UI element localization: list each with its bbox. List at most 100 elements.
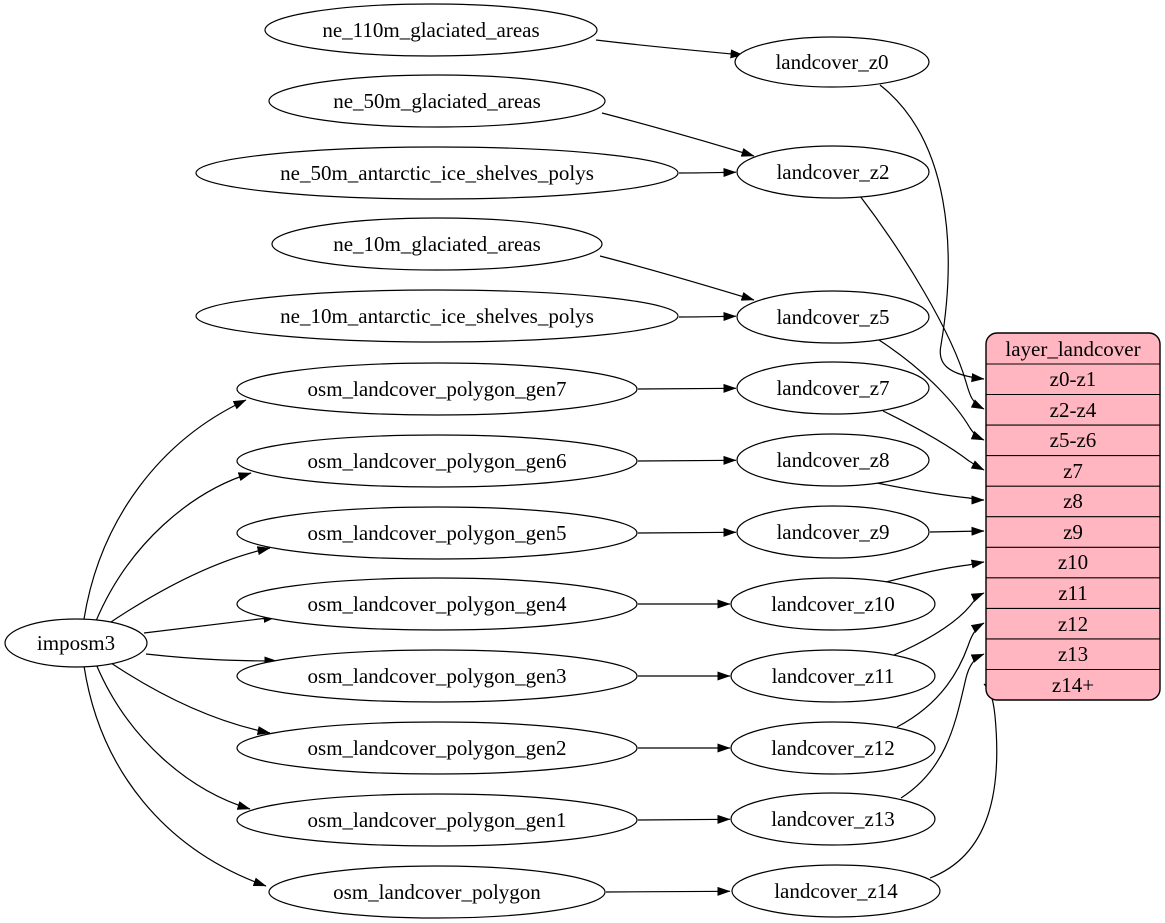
node-label: landcover_z13 [771,807,895,831]
record-layer-landcover: layer_landcover z0-z1 z2-z4 z5-z6 z7 z8 … [985,332,1161,701]
node-ne-50m-glaciated-areas: ne_50m_glaciated_areas [268,74,606,128]
node-label: landcover_z14 [774,879,898,903]
node-ellipse [236,506,638,560]
node-ellipse [268,865,606,919]
node-landcover-z5: landcover_z5 [736,290,930,344]
node-osm-landcover-polygon-gen2: osm_landcover_polygon_gen2 [236,721,638,775]
node-label: osm_landcover_polygon_gen4 [308,592,567,616]
node-landcover-z0: landcover_z0 [734,36,930,88]
record-row-z2-z4: z2-z4 [1050,398,1097,422]
node-label: landcover_z9 [776,520,889,544]
node-landcover-z7: landcover_z7 [736,361,930,415]
node-landcover-z2: landcover_z2 [736,145,930,199]
edge-imposm3-osm-landcover-polygon [83,665,267,887]
node-label: ne_50m_antarctic_ice_shelves_polys [280,161,594,185]
node-ellipse [730,577,936,631]
node-osm-landcover-polygon-gen5: osm_landcover_polygon_gen5 [236,506,638,560]
record-row-z11: z11 [1058,581,1088,605]
node-label: ne_10m_glaciated_areas [333,232,541,256]
edge-landcover-z5-row-z5-z6 [878,339,985,441]
node-label: landcover_z2 [776,160,889,184]
record-row-z0-z1: z0-z1 [1050,367,1097,391]
node-label: landcover_z0 [775,50,888,74]
edge-ne-10m-antarctic-ice-shelves-polys-landcover-z5 [678,311,737,321]
edges-layer [83,39,998,896]
nodes-layer: ne_110m_glaciated_areas ne_50m_glaciated… [4,3,941,919]
record-row-z8: z8 [1063,489,1083,513]
node-label: landcover_z7 [776,376,889,400]
edge-landcover-z13-row-z13 [900,653,985,799]
node-osm-landcover-polygon-gen4: osm_landcover_polygon_gen4 [236,577,638,631]
edge-imposm3-osm-landcover-polygon-gen3 [145,653,278,666]
node-ellipse [736,145,930,199]
node-ellipse [731,864,941,918]
node-landcover-z8: landcover_z8 [736,433,930,487]
node-label: osm_landcover_polygon_gen2 [308,736,567,760]
node-label: osm_landcover_polygon_gen1 [308,808,567,832]
node-label: landcover_z12 [771,736,895,760]
record-row-z14plus: z14+ [1052,673,1094,697]
edge-ne-10m-glaciated-areas-landcover-z5 [599,255,755,301]
edge-imposm3-osm-landcover-polygon-gen6 [95,472,252,622]
record-row-z5-z6: z5-z6 [1050,428,1097,452]
edge-osm-landcover-polygon-gen5-landcover-z9 [637,527,737,537]
node-ellipse [195,146,679,200]
node-label: osm_landcover_polygon [333,880,541,904]
node-ellipse [236,793,638,847]
edge-landcover-z10-row-z10 [885,559,985,583]
node-label: imposm3 [37,631,115,655]
node-ellipse [4,618,148,668]
node-label: landcover_z5 [776,305,889,329]
node-ellipse [195,289,679,343]
node-ne-10m-antarctic-ice-shelves-polys: ne_10m_antarctic_ice_shelves_polys [195,289,679,343]
node-ellipse [236,434,638,488]
node-landcover-z13: landcover_z13 [730,792,936,846]
node-ellipse [736,361,930,415]
node-ellipse [264,3,598,57]
node-osm-landcover-polygon: osm_landcover_polygon [268,865,606,919]
node-landcover-z14: landcover_z14 [731,864,941,918]
node-landcover-z10: landcover_z10 [730,577,936,631]
edge-osm-landcover-polygon-gen1-landcover-z13 [637,814,731,824]
edge-osm-landcover-polygon-gen7-landcover-z7 [637,383,737,393]
node-ellipse [736,505,930,559]
node-ellipse [236,362,638,416]
node-ellipse [236,721,638,775]
node-ellipse [236,649,638,703]
record-row-z10: z10 [1058,550,1088,574]
record-row-z12: z12 [1058,612,1088,636]
node-ellipse [730,721,936,775]
edge-imposm3-osm-landcover-polygon-gen7 [83,399,247,620]
node-landcover-z9: landcover_z9 [736,505,930,559]
node-label: osm_landcover_polygon_gen6 [308,449,567,473]
node-ne-110m-glaciated-areas: ne_110m_glaciated_areas [264,3,598,57]
node-label: osm_landcover_polygon_gen5 [308,521,567,545]
edge-landcover-z11-row-z11 [893,592,985,656]
edge-ne-50m-antarctic-ice-shelves-polys-landcover-z2 [678,167,737,177]
node-ellipse [268,74,606,128]
record-title: layer_landcover [1005,337,1140,361]
node-ellipse [271,217,603,271]
edge-osm-landcover-polygon-landcover-z14 [605,886,731,896]
node-label: landcover_z10 [771,592,895,616]
node-ellipse [734,36,930,88]
edge-landcover-z9-row-z9 [929,526,985,536]
edge-imposm3-osm-landcover-polygon-gen2 [107,660,271,735]
node-label: osm_landcover_polygon_gen7 [308,377,567,401]
node-ellipse [736,290,930,344]
node-osm-landcover-polygon-gen6: osm_landcover_polygon_gen6 [236,434,638,488]
node-osm-landcover-polygon-gen1: osm_landcover_polygon_gen1 [236,793,638,847]
node-ellipse [236,577,638,631]
node-label: ne_110m_glaciated_areas [322,18,539,42]
node-ellipse [736,433,930,487]
edge-landcover-z14-row-z14plus [929,683,998,879]
node-osm-landcover-polygon-gen3: osm_landcover_polygon_gen3 [236,649,638,703]
node-ne-10m-glaciated-areas: ne_10m_glaciated_areas [271,217,603,271]
edge-landcover-z2-row-z2-z4 [859,195,985,410]
edge-landcover-z12-row-z12 [896,622,985,728]
node-ellipse [730,649,936,703]
edge-imposm3-osm-landcover-polygon-gen5 [107,546,271,625]
edge-landcover-z0-row-z0-z1 [879,84,985,383]
